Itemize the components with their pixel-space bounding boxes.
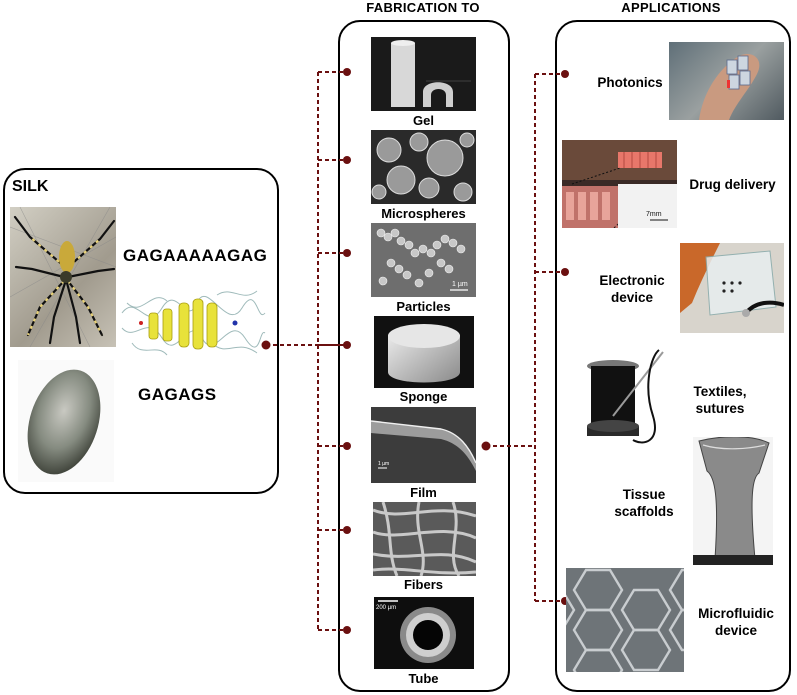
microspheres-connector-dot: [343, 156, 351, 164]
tissue-scaffolds-image: [693, 437, 773, 565]
gel-label: Gel: [413, 113, 434, 128]
film-out-connector-dot: [481, 441, 491, 451]
microspheres-label: Microspheres: [381, 206, 466, 221]
tube-scale-label: 200 µm: [376, 605, 396, 611]
textiles-image: [583, 346, 683, 448]
protein-structure-image: [117, 283, 267, 363]
sponge-image: [374, 316, 474, 388]
particles-connector-dot: [343, 249, 351, 257]
electronic-device-label: Electronic device: [588, 272, 676, 306]
textiles-label: Textiles, sutures: [680, 383, 760, 417]
tissue-scaffolds-label-line2: scaffolds: [614, 504, 674, 519]
photonics-connector-dot: [561, 70, 569, 78]
film-scale-label: 1 µm: [378, 461, 389, 467]
film-label: Film: [410, 485, 437, 500]
particles-image: 1 µm: [371, 223, 476, 297]
gel-image: [371, 37, 476, 111]
silk-connector-dot: [261, 340, 271, 350]
electronic-device-label-line2: device: [610, 290, 654, 305]
spider-image: [10, 207, 116, 347]
textiles-label-line2: sutures: [695, 401, 745, 416]
gel-connector-dot: [343, 68, 351, 76]
film-connector-dot: [343, 442, 351, 450]
fibers-connector-dot: [343, 526, 351, 534]
tissue-scaffolds-label-line1: Tissue: [622, 487, 666, 502]
fabrication-header: FABRICATION TO: [366, 0, 480, 15]
drug-delivery-image: 7mm: [562, 140, 677, 228]
sequence-long: GAGAAAAAGAG: [123, 246, 268, 265]
tube-label: Tube: [408, 671, 439, 686]
fibers-label: Fibers: [403, 577, 443, 592]
fibers-image: [373, 502, 476, 576]
sponge-connector-dot: [343, 341, 351, 349]
tube-connector-dot: [343, 626, 351, 634]
tube-image: 200 µm: [374, 597, 474, 669]
drug-delivery-scale-label: 7mm: [646, 211, 662, 218]
sponge-label: Sponge: [399, 389, 448, 404]
particles-label: Particles: [396, 299, 451, 314]
microfluidic-image: [566, 568, 684, 672]
microfluidic-label-line1: Microfluidic: [698, 606, 774, 621]
microfluidic-label: Microfluidic device: [688, 605, 784, 639]
cocoon-image: [18, 360, 114, 482]
textiles-label-line1: Textiles,: [693, 384, 747, 399]
photonics-label: Photonics: [597, 75, 663, 90]
electronic-device-image: [680, 243, 784, 333]
microspheres-image: [371, 130, 476, 204]
electronic-device-label-line1: Electronic: [599, 273, 665, 288]
photonics-image: [669, 42, 784, 120]
film-image: 1 µm: [371, 407, 476, 483]
electronic-connector-dot: [561, 268, 569, 276]
drug-delivery-label: Drug delivery: [689, 177, 776, 192]
silk-title: SILK: [12, 178, 49, 195]
sequence-short: GAGAGS: [138, 385, 217, 404]
particles-scale-label: 1 µm: [452, 281, 468, 288]
tissue-scaffolds-label: Tissue scaffolds: [606, 486, 682, 520]
applications-header: APPLICATIONS: [621, 0, 721, 15]
microfluidic-label-line2: device: [714, 623, 758, 638]
